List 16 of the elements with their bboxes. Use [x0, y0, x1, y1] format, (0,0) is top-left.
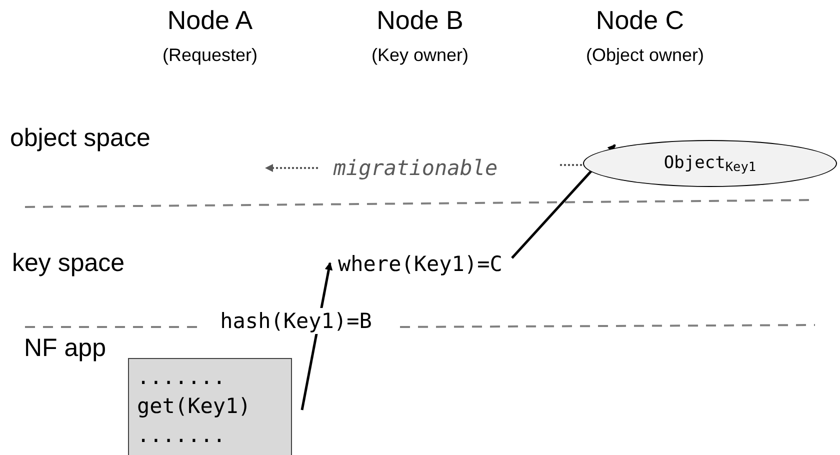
function-label: where(Key1)=C [338, 248, 508, 280]
code-line: ....... [137, 364, 227, 391]
code-note [128, 358, 292, 455]
region-label: NF app [24, 333, 107, 364]
region-label: object space [10, 123, 152, 154]
code-line: ....... [137, 422, 227, 449]
column-subheading: (Key owner) [370, 44, 470, 66]
column-heading: Node B [376, 4, 464, 36]
column-heading: Node C [594, 4, 686, 36]
region-label: key space [12, 248, 126, 279]
annotation-text: migrationable [332, 155, 499, 182]
column-subheading: (Requester) [161, 44, 259, 66]
object-label: Object$_{Key1}$ [664, 152, 756, 176]
column-subheading: (Object owner) [584, 44, 706, 66]
column-heading: Node A [166, 4, 254, 36]
code-line: get(Key1) [137, 393, 252, 420]
